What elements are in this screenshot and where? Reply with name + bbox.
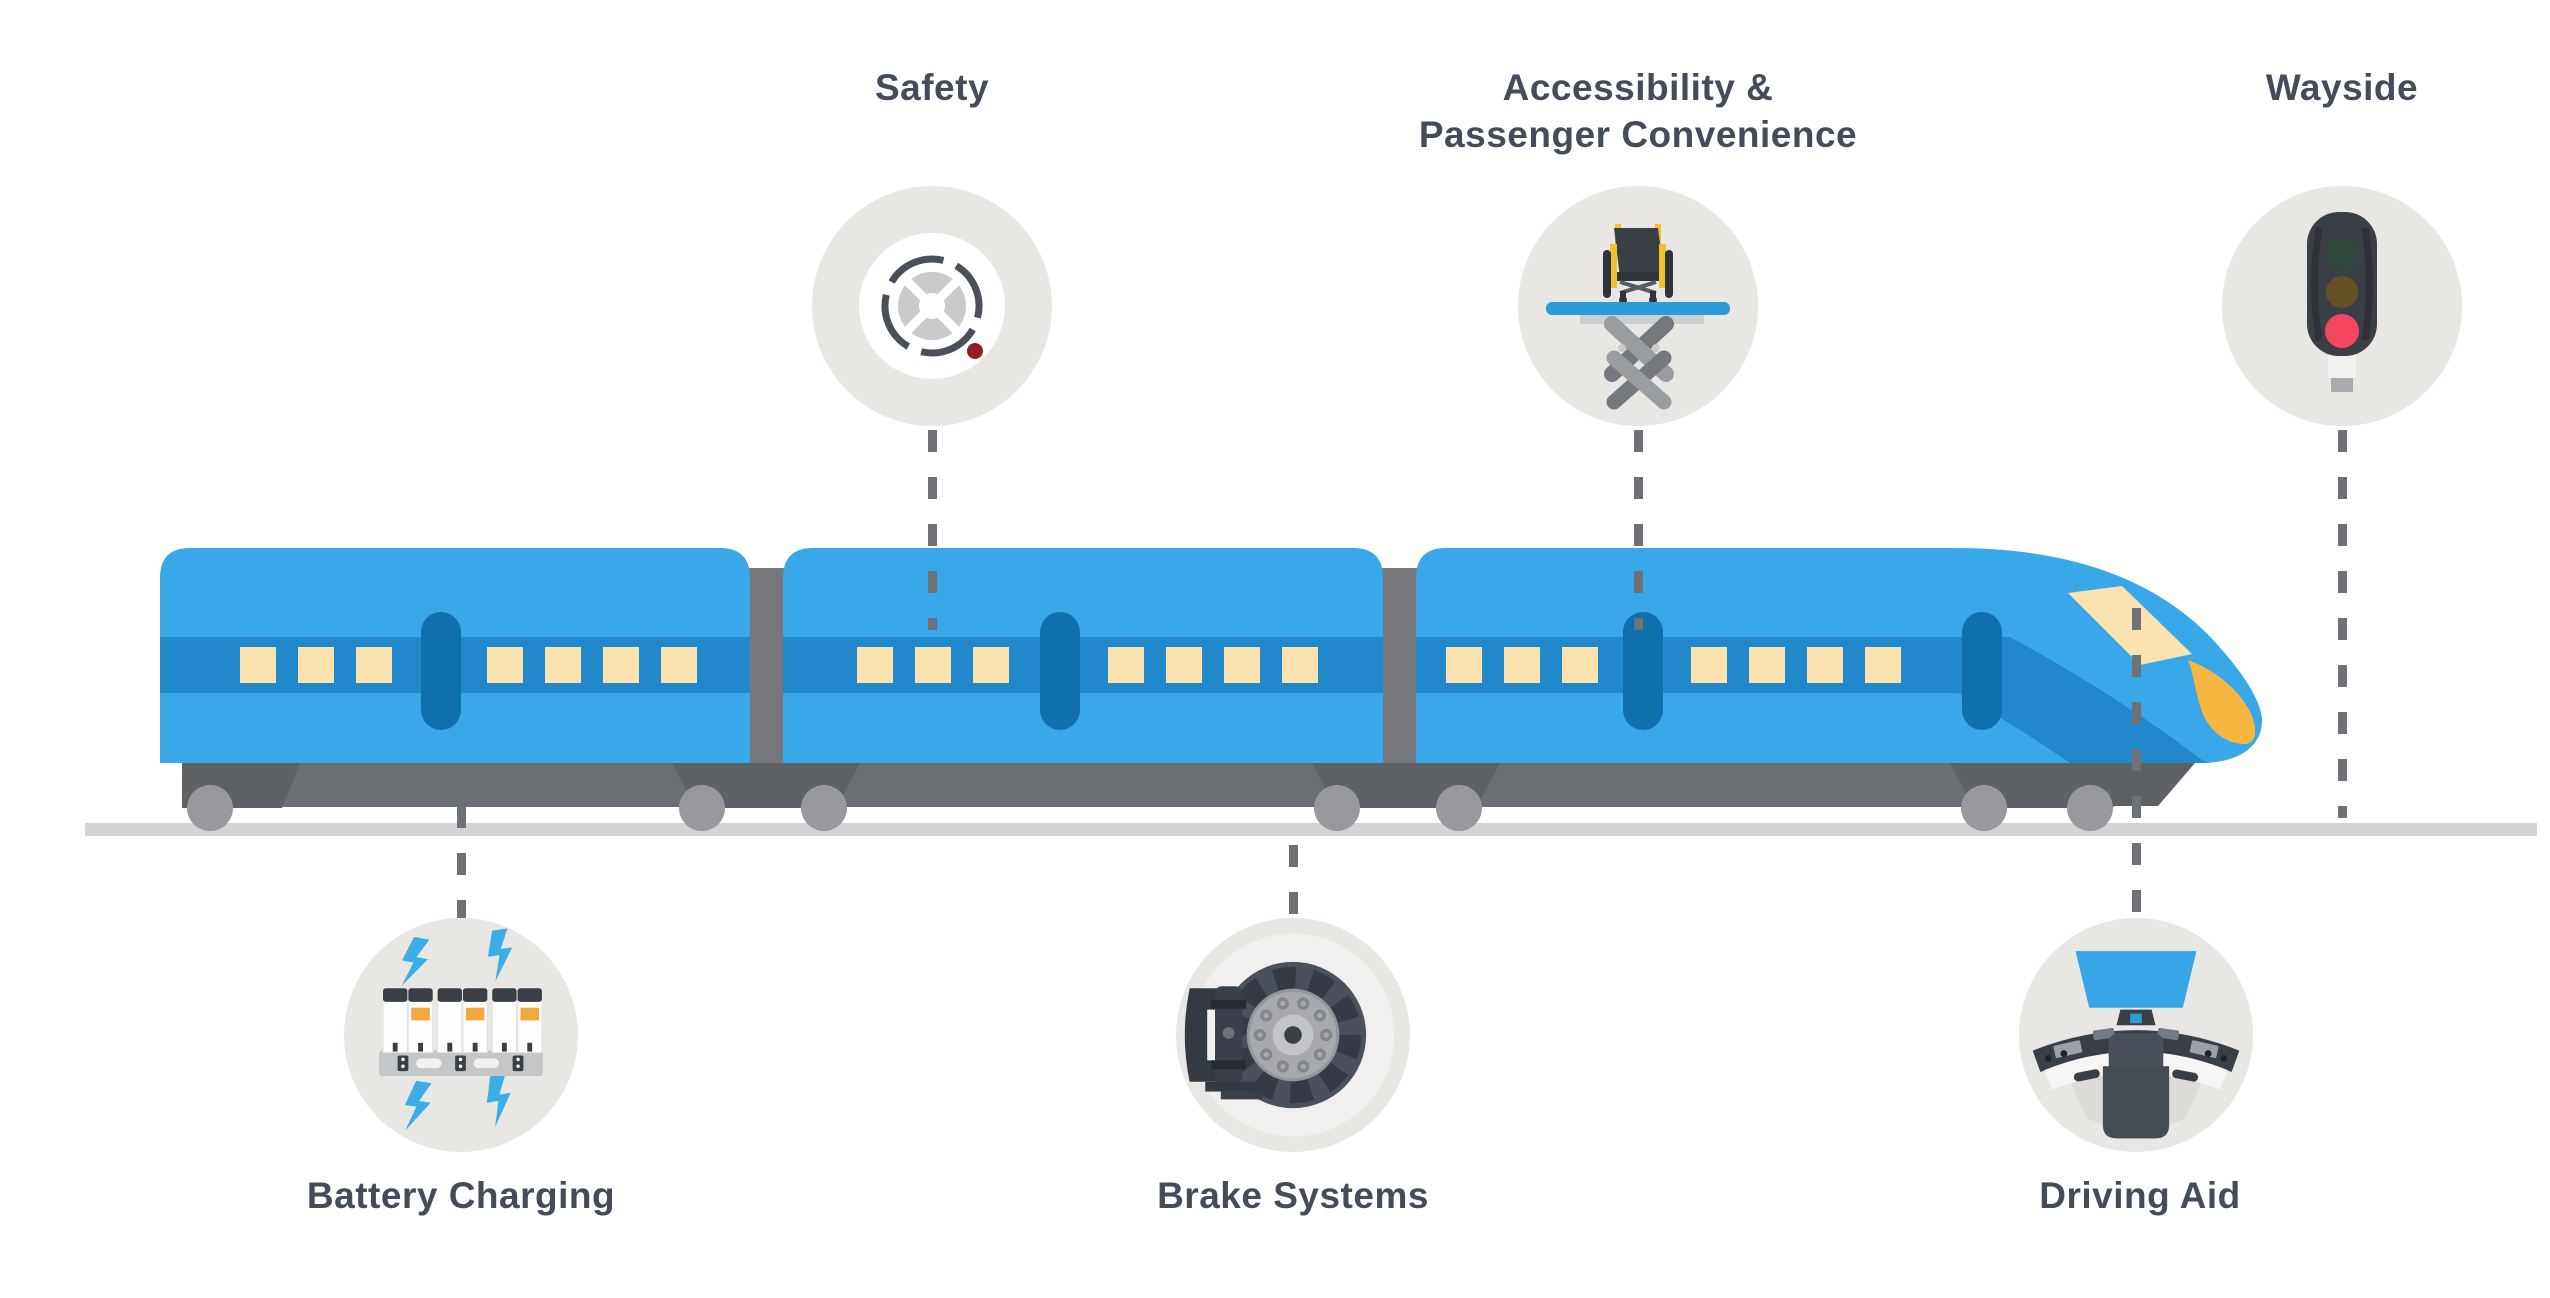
lightning-bolts: [401, 928, 513, 1131]
callout-driving-label: Driving Aid: [2039, 1175, 2241, 1216]
battery-cells: [382, 988, 543, 1054]
car-1-door: [421, 612, 461, 730]
callout-brake-circle: [1176, 918, 1410, 1152]
signal-light-icon: [2307, 212, 2377, 392]
callout-driving-circle: [2019, 918, 2253, 1152]
smoke-detector-icon: [859, 233, 1005, 379]
wheelchair-lift-icon: [1546, 224, 1730, 410]
cab-door: [1962, 612, 2002, 730]
brake-disc-icon: [1184, 933, 1395, 1137]
callout-safety-label: Safety: [874, 67, 990, 108]
callout-battery-circle: [344, 918, 578, 1152]
nose-swoosh: [1416, 637, 2210, 763]
train-wheels: [187, 785, 2113, 831]
train-car-1: [160, 548, 750, 763]
train-nose-car: [1416, 548, 2263, 763]
car-3-windows: [1446, 647, 1901, 683]
callout-brake-connector: [1289, 845, 1298, 915]
callout-accessibility-connector: [1634, 430, 1643, 630]
train-car-2: [783, 548, 1383, 763]
driver-seat: [2102, 1033, 2170, 1139]
callout-battery-label: Battery Charging: [306, 1175, 616, 1216]
windshield: [2068, 586, 2192, 665]
brake-caliper: [1184, 986, 1262, 1100]
callout-safety-connector: [928, 430, 937, 630]
callout-wayside-circle: [2222, 186, 2462, 426]
train-underframe: [182, 763, 2195, 807]
car-2-door: [1040, 612, 1080, 730]
battery-bank-icon: [379, 928, 543, 1131]
callout-wayside-label: Wayside: [2265, 67, 2419, 108]
callout-wayside-connector: [2338, 430, 2347, 818]
callout-brake-label: Brake Systems: [1157, 1175, 1429, 1216]
car-1-windows: [240, 647, 697, 683]
track-line: [85, 823, 2537, 836]
callout-accessibility-label: Accessibility & Passenger Convenience: [1418, 67, 1858, 155]
car-3-door: [1623, 612, 1663, 730]
nose-headlight: [2188, 660, 2256, 744]
callout-driving-connector: [2132, 608, 2141, 915]
callout-safety-circle: [812, 186, 1052, 426]
train-couplings: [748, 568, 1419, 800]
callout-battery-connector: [457, 806, 466, 918]
car-2-windows: [857, 647, 1318, 683]
callout-accessibility-circle: [1518, 186, 1758, 426]
driver-cab-console-icon: [2032, 951, 2240, 1139]
